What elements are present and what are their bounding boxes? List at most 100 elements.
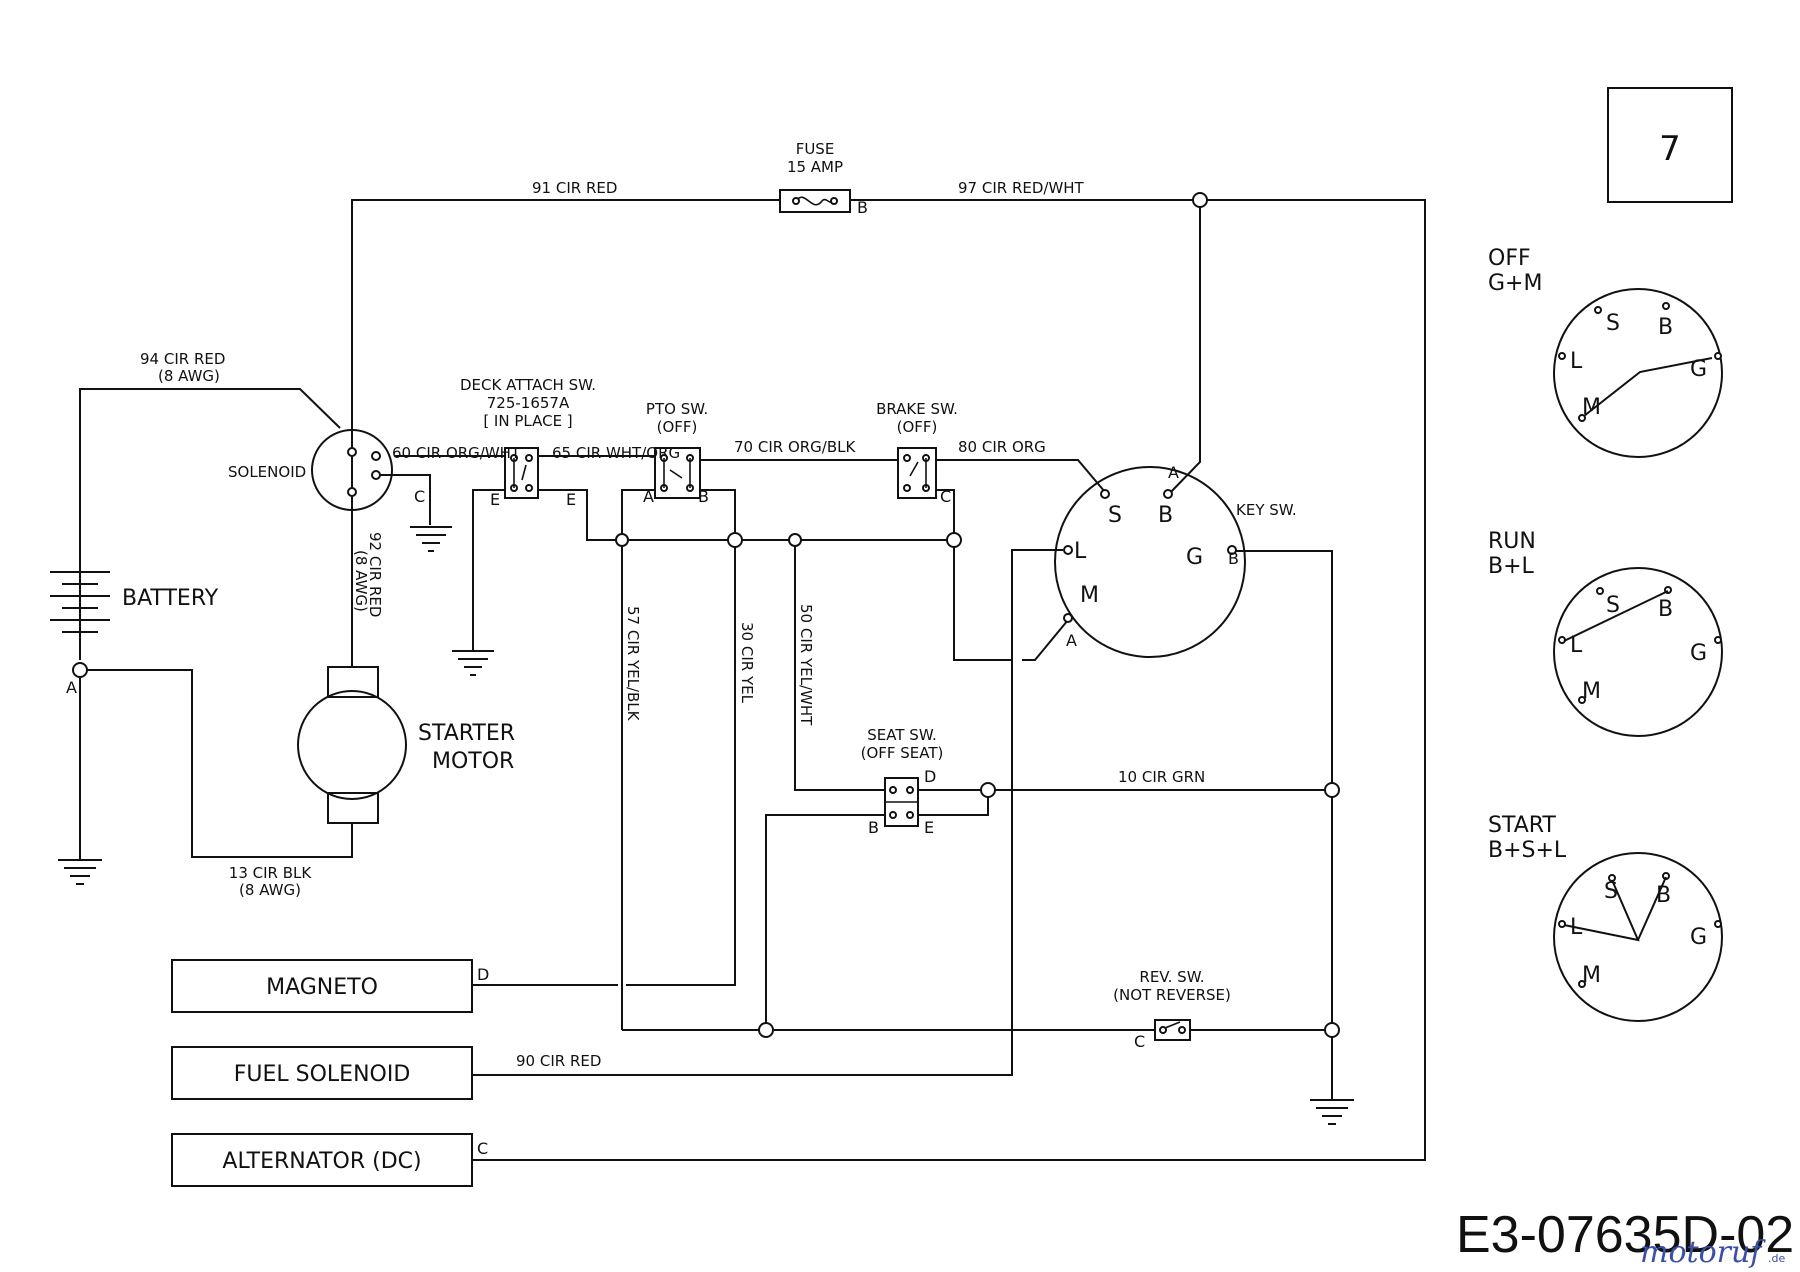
page-number-box	[1607, 87, 1733, 203]
fuel-solenoid: FUEL SOLENOID	[171, 1046, 473, 1100]
key-switch-pin-a-bottom: A	[1066, 631, 1077, 650]
ground-solenoid-icon	[410, 526, 452, 552]
key-terminal-m: M	[1080, 583, 1099, 608]
wire-94: 94 CIR RED	[140, 350, 225, 368]
brake-switch: BRAKE SW. (OFF) C	[876, 400, 958, 506]
magneto-pin: D	[477, 965, 489, 984]
rev-switch-pin: C	[1134, 1032, 1145, 1051]
wire-labels: 91 CIR RED 97 CIR RED/WHT 94 CIR RED (8 …	[140, 179, 1205, 1070]
key-switch-pin-b-out: B	[1228, 549, 1239, 568]
key-position-run-combo: B+L	[1488, 554, 1535, 579]
seat-switch-pin-e: E	[924, 818, 934, 837]
key-terminal-b: B	[1158, 503, 1173, 528]
magneto-label: MAGNETO	[266, 975, 378, 1000]
key-position-start: START B+S+L S B L G M	[1488, 813, 1723, 1022]
start-terminal-s: S	[1604, 879, 1618, 904]
key-terminal-g: G	[1186, 545, 1203, 570]
ground-battery-icon	[58, 859, 102, 885]
page-number: 7	[1659, 129, 1681, 169]
run-terminal-g: G	[1690, 641, 1707, 666]
watermark: motoruf	[1640, 1235, 1766, 1270]
junction-dots	[72, 192, 1340, 1038]
wire-94-gauge: (8 AWG)	[158, 367, 220, 385]
wire-92: 92 CIR RED	[366, 532, 384, 617]
key-position-start-combo: B+S+L	[1488, 838, 1567, 863]
wire-70: 70 CIR ORG/BLK	[734, 438, 856, 456]
magneto: MAGNETO D	[171, 959, 489, 1013]
key-position-off-title: OFF	[1488, 246, 1531, 271]
battery: BATTERY A	[50, 571, 219, 697]
battery-label: BATTERY	[122, 586, 219, 611]
key-switch-label: KEY SW.	[1236, 501, 1297, 519]
wire-50: 50 CIR YEL/WHT	[797, 604, 815, 726]
watermark-suffix: .de	[1768, 1252, 1785, 1265]
pto-switch-label-2: (OFF)	[657, 418, 698, 436]
fuse-rating: 15 AMP	[787, 158, 843, 176]
starter-label-1: STARTER	[418, 721, 515, 746]
fuse-title: FUSE	[796, 140, 835, 158]
pto-switch-pin-right: B	[698, 487, 709, 506]
rev-switch-label-1: REV. SW.	[1139, 968, 1204, 986]
wire-80: 80 CIR ORG	[958, 438, 1046, 456]
wire-91: 91 CIR RED	[532, 179, 617, 197]
solenoid-pin: C	[414, 487, 425, 506]
wire-10: 10 CIR GRN	[1118, 768, 1205, 786]
key-position-run-title: RUN	[1488, 529, 1536, 554]
deck-switch-pin-right: E	[566, 490, 576, 509]
key-terminal-l: L	[1074, 539, 1087, 564]
key-position-off-combo: G+M	[1488, 271, 1542, 296]
fuel-solenoid-label: FUEL SOLENOID	[234, 1062, 411, 1087]
key-position-run: RUN B+L S B L G M	[1488, 529, 1723, 737]
seat-switch-pin-d: D	[924, 767, 936, 786]
ground-symbols	[58, 526, 1354, 1125]
seat-switch: SEAT SW. (OFF SEAT) D B E	[861, 726, 944, 837]
key-position-off: OFF G+M S B L G M	[1488, 246, 1723, 458]
wire-90: 90 CIR RED	[516, 1052, 601, 1070]
key-switch-pin-a-top: A	[1168, 463, 1179, 482]
deck-switch-label-2: 725-1657A	[487, 394, 570, 412]
fuse-pin: B	[857, 198, 868, 217]
alternator-label: ALTERNATOR (DC)	[222, 1149, 421, 1174]
starter-motor: STARTER MOTOR	[297, 666, 515, 824]
ground-deck-icon	[452, 650, 494, 676]
start-terminal-g: G	[1690, 925, 1707, 950]
deck-switch-label-1: DECK ATTACH SW.	[460, 376, 596, 394]
off-terminal-s: S	[1606, 311, 1620, 336]
drawing-number: E3-07635D-02	[1456, 1206, 1794, 1264]
wire-60: 60 CIR ORG/WHT	[392, 444, 521, 462]
wire-30: 30 CIR YEL	[738, 622, 756, 704]
starter-label-2: MOTOR	[432, 749, 514, 774]
pto-switch: PTO SW. (OFF) A B	[643, 400, 709, 506]
wire-13: 13 CIR BLK	[229, 864, 313, 882]
pto-switch-label-1: PTO SW.	[646, 400, 708, 418]
off-terminal-l: L	[1570, 349, 1583, 374]
key-switch: S B L G M KEY SW. A B A	[1054, 463, 1297, 658]
solenoid: SOLENOID C	[228, 429, 425, 667]
wire-13-gauge: (8 AWG)	[239, 881, 301, 899]
off-terminal-b: B	[1658, 315, 1673, 340]
wire-97: 97 CIR RED/WHT	[958, 179, 1085, 197]
brake-switch-label-1: BRAKE SW.	[876, 400, 958, 418]
alternator-pin: C	[477, 1139, 488, 1158]
wires	[79, 199, 1426, 1161]
key-position-legend: OFF G+M S B L G M RUN B+L S B L G M	[1488, 246, 1723, 1022]
reverse-switch: REV. SW. (NOT REVERSE) C	[1113, 968, 1231, 1051]
seat-switch-label-2: (OFF SEAT)	[861, 744, 944, 762]
seat-switch-label-1: SEAT SW.	[867, 726, 936, 744]
run-terminal-l: L	[1570, 633, 1583, 658]
run-terminal-b: B	[1658, 597, 1673, 622]
fuse: FUSE 15 AMP B	[779, 140, 868, 217]
battery-pin: A	[66, 678, 77, 697]
run-terminal-s: S	[1606, 593, 1620, 618]
deck-attach-switch: DECK ATTACH SW. 725-1657A [ IN PLACE ] E…	[460, 376, 596, 509]
solenoid-label: SOLENOID	[228, 463, 306, 481]
pto-switch-pin-left: A	[643, 487, 654, 506]
deck-switch-label-3: [ IN PLACE ]	[483, 412, 572, 430]
deck-switch-pin-left: E	[490, 490, 500, 509]
start-terminal-m: M	[1582, 963, 1601, 988]
wire-65: 65 CIR WHT/ORG	[552, 444, 680, 462]
wire-92-gauge: (8 AWG)	[352, 550, 370, 612]
key-terminal-s: S	[1108, 503, 1122, 528]
key-position-start-title: START	[1488, 813, 1556, 838]
